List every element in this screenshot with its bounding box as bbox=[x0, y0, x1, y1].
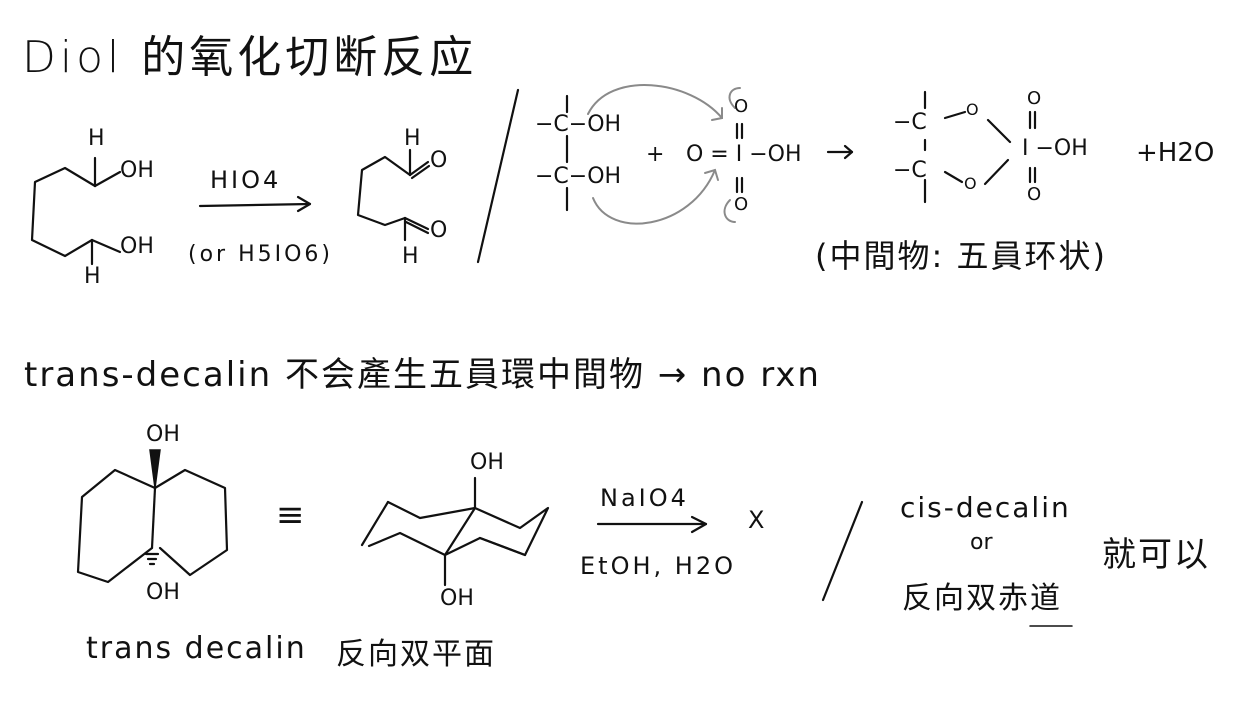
mech-periodic-o-bottom: O bbox=[734, 194, 749, 215]
no-reaction-mark: X bbox=[748, 506, 765, 534]
cyclic-periodate-ester-bonds bbox=[923, 90, 1037, 204]
mech-diol-c2: −C−OH bbox=[535, 164, 622, 189]
trans-decalin-skeleton bbox=[76, 449, 229, 584]
chair-oh-bottom: OH bbox=[440, 586, 474, 611]
product-o-top: O bbox=[430, 148, 448, 173]
electron-flow-arrows bbox=[587, 84, 741, 225]
cyclic-c1: −C bbox=[893, 110, 927, 135]
reactant-oh-top: OH bbox=[120, 158, 154, 183]
cyclic-iodine: I −OH bbox=[1022, 136, 1088, 161]
alt-anti-diequatorial: 反向双赤道 bbox=[902, 581, 1062, 616]
reactant-oh-bottom: OH bbox=[120, 234, 154, 259]
trans-decalin-statement: trans-decalin 不会產生五員環中間物 → no rxn bbox=[24, 355, 821, 395]
separator-slash-1 bbox=[476, 88, 520, 264]
diol-reactant-skeleton bbox=[30, 156, 122, 266]
equivalence-symbol: ≡ bbox=[276, 495, 307, 535]
decalin-oh-bottom: OH bbox=[146, 580, 180, 605]
decalin-oh-top: OH bbox=[146, 422, 180, 447]
page-title: Diol 的氧化切断反应 bbox=[22, 32, 478, 83]
chair-conformation-skeleton bbox=[360, 476, 550, 587]
reactant-h-top: H bbox=[88, 126, 105, 151]
product-o-bottom: O bbox=[430, 218, 448, 243]
reaction-arrow-1 bbox=[198, 195, 312, 213]
dialdehyde-product-skeleton bbox=[356, 148, 431, 242]
alt-result: 就可以 bbox=[1102, 535, 1210, 575]
reagent-solvent: EtOH, H2O bbox=[580, 552, 736, 580]
alt-or: or bbox=[970, 530, 993, 555]
cyclic-o-bottom: O bbox=[1027, 184, 1042, 205]
product-h-bottom: H bbox=[402, 244, 419, 269]
cyclic-o-top: O bbox=[1027, 88, 1042, 109]
mechanism-arrow bbox=[826, 144, 854, 160]
chair-oh-top: OH bbox=[470, 450, 504, 475]
reagent-naio4: NaIO4 bbox=[600, 484, 689, 512]
periodic-acid-bonds bbox=[735, 122, 744, 194]
product-h-top: H bbox=[404, 126, 421, 151]
reagent-hio4: HIO4 bbox=[210, 166, 282, 194]
water-byproduct: +H2O bbox=[1136, 138, 1215, 168]
intermediate-note: (中間物: 五員环状) bbox=[815, 237, 1107, 275]
wedge-bond-icon bbox=[149, 449, 161, 489]
chair-caption: 反向双平面 bbox=[336, 637, 496, 672]
mech-periodic-o-top: O bbox=[734, 96, 749, 117]
cyclic-o2: O bbox=[964, 174, 977, 193]
cyclic-c2: −C bbox=[893, 158, 927, 183]
mech-periodic-center: O = I −OH bbox=[686, 142, 802, 167]
trans-decalin-caption: trans decalin bbox=[86, 631, 307, 666]
cyclic-o1: O bbox=[966, 100, 979, 119]
mech-diol-c1: −C−OH bbox=[535, 112, 622, 137]
reactant-h-bottom: H bbox=[84, 264, 101, 289]
mech-plus: + bbox=[646, 142, 665, 167]
alt-cis-decalin: cis-decalin bbox=[900, 491, 1071, 524]
reaction-arrow-2 bbox=[596, 515, 708, 534]
reagent-h5io6: (or H5IO6) bbox=[188, 242, 334, 267]
separator-slash-2 bbox=[821, 500, 864, 602]
